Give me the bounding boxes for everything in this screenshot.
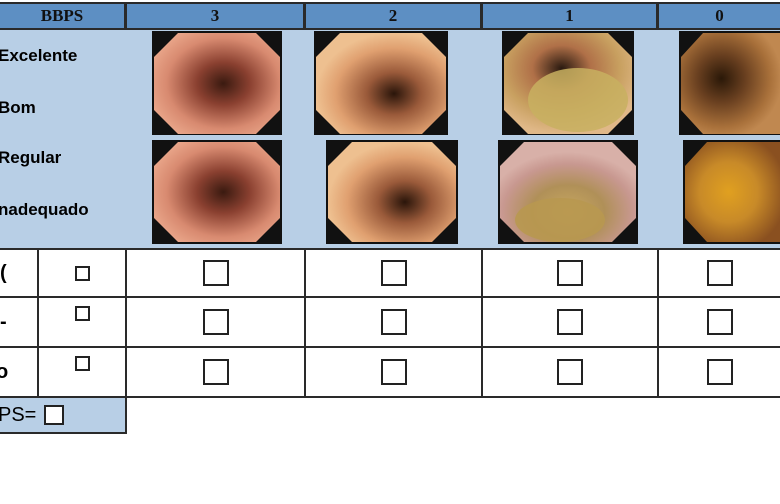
row2-score2-checkbox[interactable]	[380, 309, 407, 335]
row2-small-checkbox[interactable]	[74, 306, 90, 321]
row2-score3-cell	[125, 296, 306, 348]
row2-score2-cell	[304, 296, 483, 348]
row3-score3-checkbox[interactable]	[202, 359, 229, 385]
row2-small-checkbox-cell	[37, 296, 127, 348]
header-title: BBPS	[40, 6, 84, 25]
score-header-0: 0	[657, 2, 780, 30]
row-label-3: o	[0, 346, 39, 398]
row2-score0-cell	[657, 296, 780, 348]
row3-score3-cell	[125, 346, 306, 398]
row1-small-checkbox[interactable]	[74, 265, 90, 281]
row2-score0-checkbox[interactable]	[706, 309, 733, 335]
row3-score1-checkbox[interactable]	[557, 359, 583, 385]
row3-small-checkbox[interactable]	[74, 356, 90, 371]
row1-score0-checkbox[interactable]	[706, 260, 733, 286]
legend-regular: Regular	[0, 148, 62, 167]
row3-score0-cell	[657, 346, 780, 398]
row2-score1-cell	[481, 296, 659, 348]
score-header-1: 1	[481, 2, 658, 30]
row1-score3-cell	[125, 248, 306, 298]
total-score-row: PS=	[0, 396, 127, 434]
row2-score3-checkbox[interactable]	[202, 309, 229, 335]
row1-score3-checkbox[interactable]	[202, 260, 229, 286]
row3-score1-cell	[481, 346, 659, 398]
row3-score0-checkbox[interactable]	[706, 359, 733, 385]
row1-score0-cell	[657, 248, 780, 298]
legend-excelente: Excelente	[0, 46, 78, 65]
row-label-2: -	[0, 296, 39, 348]
total-score-checkbox[interactable]	[44, 405, 65, 425]
row2-score1-checkbox[interactable]	[557, 309, 583, 335]
score-header-3: 3	[125, 2, 305, 30]
row1-small-checkbox-cell	[37, 248, 127, 298]
legend-inadequado: nadequado	[0, 200, 89, 219]
row3-score2-checkbox[interactable]	[380, 359, 407, 385]
header-title-cell: BBPS	[0, 2, 126, 30]
row3-small-checkbox-cell	[37, 346, 127, 398]
row1-score1-checkbox[interactable]	[557, 260, 583, 286]
row3-score2-cell	[304, 346, 483, 398]
row1-score1-cell	[481, 248, 659, 298]
total-score-label: PS=	[0, 403, 37, 426]
row1-score2-cell	[304, 248, 483, 298]
legend-panel: Excelente Bom Regular nadequado	[0, 30, 126, 248]
endoscopy-images	[152, 31, 780, 244]
legend-bom: Bom	[0, 98, 36, 117]
row1-score2-checkbox[interactable]	[380, 260, 407, 286]
row-label-1: (	[0, 248, 39, 298]
